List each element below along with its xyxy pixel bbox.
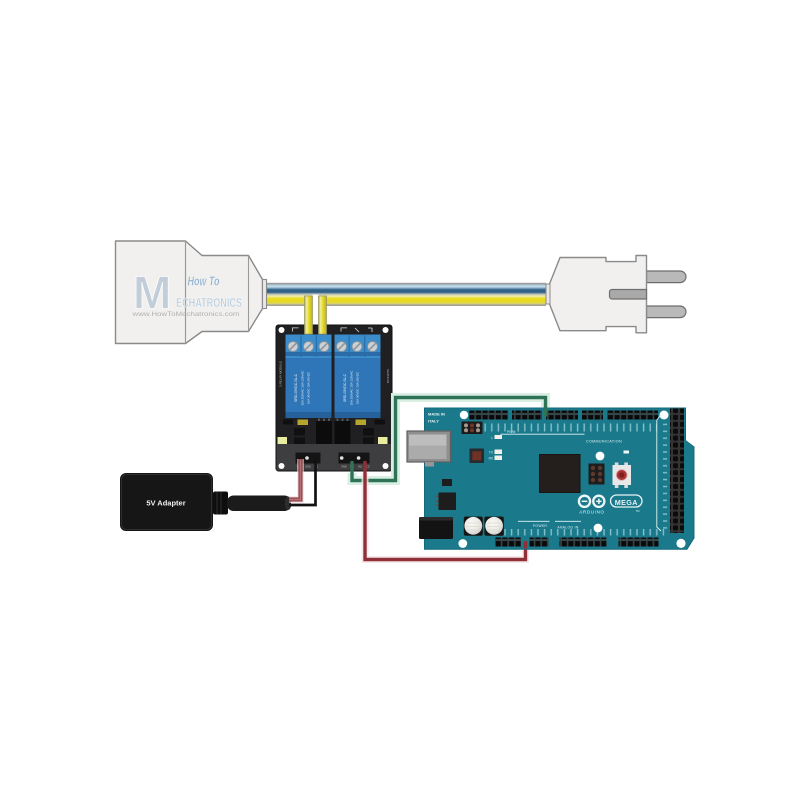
svg-text:L: L xyxy=(491,436,493,440)
svg-text:GND: GND xyxy=(305,466,311,469)
svg-text:10A 250VAC 10A 125VAC: 10A 250VAC 10A 125VAC xyxy=(301,370,305,406)
svg-text:SRD-05VDC-SL-C: SRD-05VDC-SL-C xyxy=(343,373,347,402)
svg-text:IN1: IN1 xyxy=(358,466,363,469)
svg-text:10A 250VAC 10A 125VAC: 10A 250VAC 10A 125VAC xyxy=(350,370,354,406)
svg-text:KY-019 5V: KY-019 5V xyxy=(386,369,390,383)
svg-text:POWER: POWER xyxy=(533,524,548,528)
svg-text:ITALY: ITALY xyxy=(428,419,439,424)
svg-text:ANALOG IN: ANALOG IN xyxy=(557,526,578,530)
svg-text:www.HowToMechatronics.com: www.HowToMechatronics.com xyxy=(131,311,239,318)
svg-text:How To: How To xyxy=(188,274,220,289)
svg-text:2 RELAY MODULE: 2 RELAY MODULE xyxy=(279,361,283,387)
svg-text:VCC: VCC xyxy=(364,466,369,469)
svg-text:10A 30VDC 10A 28VDC: 10A 30VDC 10A 28VDC xyxy=(356,371,360,404)
svg-text:RX: RX xyxy=(489,457,494,461)
svg-text:MEGA: MEGA xyxy=(615,498,638,507)
svg-text:PWM: PWM xyxy=(507,430,515,434)
svg-text:10A 30VDC 10A 28VDC: 10A 30VDC 10A 28VDC xyxy=(307,371,311,404)
svg-text:MADE IN: MADE IN xyxy=(428,412,445,417)
svg-text:ECHATRONICS: ECHATRONICS xyxy=(176,295,242,310)
svg-text:TX: TX xyxy=(489,451,494,455)
svg-text:SRD-05VDC-SL-C: SRD-05VDC-SL-C xyxy=(294,373,298,402)
svg-text:TM: TM xyxy=(635,509,640,513)
svg-text:ARDUINO: ARDUINO xyxy=(579,509,604,514)
svg-text:GND: GND xyxy=(341,466,347,469)
svg-text:M: M xyxy=(133,267,171,319)
svg-text:COMMUNICATION: COMMUNICATION xyxy=(586,440,622,444)
svg-text:5V Adapter: 5V Adapter xyxy=(146,499,185,508)
